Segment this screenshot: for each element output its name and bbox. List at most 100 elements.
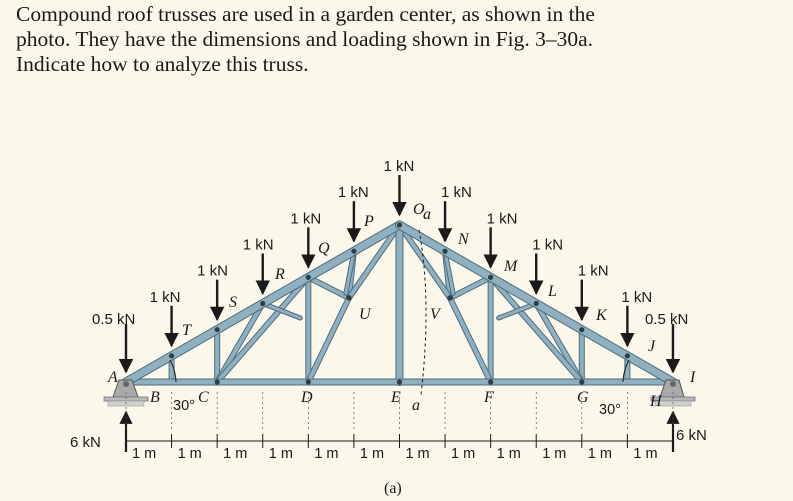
right-angle-label: 30° (599, 402, 621, 418)
problem-line-2: photo. They have the dimensions and load… (16, 27, 594, 51)
spacing-label-2: 1 m (223, 446, 247, 462)
joint-letter-P: P (363, 213, 374, 230)
truss-member-13 (487, 274, 585, 385)
spacing-label-8: 1 m (497, 446, 521, 462)
load-M: 1 kN (483, 210, 517, 269)
load-N: 1 kN (437, 184, 472, 243)
joint-dot-t6 (396, 222, 403, 228)
joint-dot-b10 (579, 379, 585, 385)
joint-dot-b6 (396, 379, 403, 385)
spacing-label-11: 1 m (633, 446, 657, 462)
joint-dot-t11 (624, 353, 630, 359)
joint-dot-t8 (488, 274, 494, 280)
joint-dot-b4 (305, 379, 311, 385)
truss-member-18 (447, 295, 494, 385)
section-cut-line (418, 229, 427, 396)
problem-statement: Compound roof trusses are used in a gard… (16, 2, 786, 77)
joint-dot-U (346, 295, 352, 301)
spacing-label-7: 1 m (451, 446, 475, 462)
truss-member-15 (447, 274, 494, 301)
joint-dot-t1 (168, 353, 175, 359)
applied-loads: 0.5 kN 1 kN 1 kN 1 kN 1 kN 1 kN 1 kN 1 kN 1 kN 1 … (92, 158, 688, 374)
load-K: 1 kN (574, 263, 609, 322)
joint-letter-G: G (577, 389, 589, 406)
joint-letter-Q: Q (318, 240, 330, 257)
section-label-0: a (423, 206, 431, 223)
right-angle-arc (622, 359, 630, 383)
section-label-1: a (412, 397, 420, 414)
truss-member-3 (214, 274, 312, 385)
spacing-label-10: 1 m (588, 446, 612, 462)
load-label-J: 1 kN (621, 289, 652, 306)
load-S: 1 kN (197, 263, 228, 322)
joint-letter-E: E (390, 389, 401, 406)
load-label-R: 1 kN (243, 237, 274, 254)
spacing-label-4: 1 m (314, 446, 338, 462)
load-Q: 1 kN (290, 210, 321, 269)
load-label-N: 1 kN (441, 184, 472, 201)
load-T: 1 kN (150, 289, 181, 348)
load-label-K: 1 kN (578, 263, 609, 280)
problem-line-3: Indicate how to analyze this truss. (16, 52, 309, 76)
truss-member-21 (343, 248, 357, 296)
dimension-line: 1 m 1 m 1 m 1 m 1 m 1 m 1 m 1 m 1 m 1 m 1 m 1 m (125, 392, 674, 462)
truss-member-8 (305, 295, 352, 385)
joint-letter-M: M (503, 258, 519, 275)
truss-member-5 (305, 274, 352, 301)
truss-joints (168, 222, 630, 385)
joint-letter-U: U (359, 306, 372, 323)
reaction-right-label: 6 kN (676, 427, 707, 444)
load-label-I: 0.5 kN (645, 311, 688, 328)
spacing-label-3: 1 m (269, 446, 293, 462)
truss-member-9 (260, 301, 303, 321)
joint-dot-t10 (579, 327, 585, 333)
load-label-T: 1 kN (150, 289, 181, 306)
spacing-label-6: 1 m (405, 446, 429, 462)
load-L: 1 kN (529, 237, 563, 295)
truss-member-17 (396, 222, 454, 301)
joint-letter-B: B (150, 389, 160, 406)
load-A: 0.5 kN (92, 311, 135, 374)
joint-dot-V (447, 295, 453, 301)
load-label-O: 1 kN (383, 158, 414, 175)
joint-letter-S: S (229, 294, 237, 311)
load-O: 1 kN (383, 158, 414, 217)
joint-dot-t2 (214, 327, 220, 333)
load-label-P: 1 kN (338, 184, 369, 201)
truss-members (121, 220, 678, 387)
joint-letter-D: D (300, 389, 313, 406)
load-label-Q: 1 kN (290, 210, 321, 227)
joint-letter-R: R (274, 266, 285, 283)
joint-letter-K: K (595, 307, 608, 324)
joint-dot-t4 (305, 274, 311, 280)
spacing-label-5: 1 m (360, 446, 384, 462)
joint-dot-b2 (214, 379, 220, 385)
spacing-label-9: 1 m (542, 446, 566, 462)
joint-dot-t3 (260, 300, 266, 307)
joint-letter-I: I (689, 369, 696, 386)
spacing-label-1: 1 m (178, 446, 202, 462)
joint-dot-t7 (442, 248, 448, 254)
load-label-S: 1 kN (197, 263, 228, 280)
reaction-left: 6 kN (70, 410, 133, 452)
joint-letter-F: F (483, 389, 494, 406)
load-label-A: 0.5 kN (92, 311, 135, 328)
joint-letter-L: L (547, 283, 557, 300)
load-J: 1 kN (620, 289, 652, 348)
joint-letter-J: J (648, 338, 656, 355)
joint-letter-C: C (198, 389, 209, 406)
truss-member-7 (345, 222, 403, 301)
truss-member-22 (442, 248, 456, 296)
joint-dot-b8 (488, 379, 494, 385)
joint-letter-A: A (107, 369, 118, 386)
spacing-label-0: 1 m (132, 446, 156, 462)
reaction-right: 6 kN (666, 410, 707, 452)
left-angle-arc (169, 359, 177, 383)
joint-dot-t5 (351, 248, 357, 254)
load-R: 1 kN (243, 237, 274, 295)
load-P: 1 kN (338, 184, 369, 243)
joint-dot-t9 (533, 300, 539, 307)
joint-letter-N: N (457, 231, 470, 248)
